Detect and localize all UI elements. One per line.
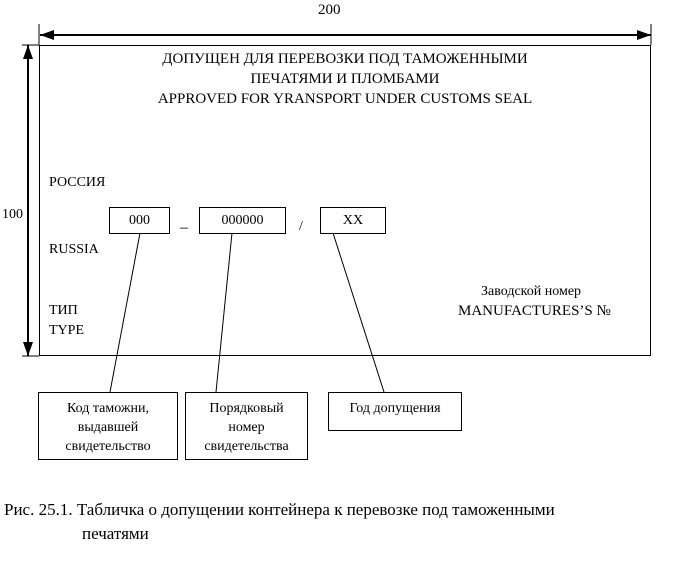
customs-code-field: 000 [109,207,170,234]
country-label-en: RUSSIA [49,242,99,257]
plate-heading-line-3: APPROVED FOR YRANSPORT UNDER CUSTOMS SEA… [157,91,533,107]
callout-customs-line-1: Код таможни, [66,401,150,416]
callout-cert-number: Порядковый номер свидетельства [185,392,308,460]
leader-year [332,232,385,393]
width-dimension-label: 200 [318,2,341,18]
callout-year: Год допущения [328,392,462,431]
height-dimension-label: 100 [2,207,23,222]
certificate-number-field: 000000 [199,207,286,234]
serial-label-en: MANUFACTURES’S № [458,303,611,319]
height-arrow-top [23,45,33,59]
height-arrow-bottom [23,342,33,356]
type-label-en: TYPE [49,323,84,338]
callout-number-line-3: свидетельства [204,439,289,454]
callout-number-line-2: номер [228,420,265,435]
dash-separator: – [180,219,188,236]
leader-customs-code [109,232,141,393]
slash-separator: / [299,219,303,234]
callout-customs-line-2: выдавшей [77,420,139,435]
plate-heading-line-2: ПЕЧАТЯМИ И ПЛОМБАМИ [250,71,440,87]
plate-heading-line-1: ДОПУЩЕН ДЛЯ ПЕРЕВОЗКИ ПОД ТАМОЖЕННЫМИ [162,51,528,67]
approval-plate [39,45,651,356]
callout-number-line-1: Порядковый [209,401,284,416]
callout-customs-code: Код таможни, выдавшей свидетельство [38,392,178,460]
type-label-ru: ТИП [49,303,78,318]
year-field: XX [320,207,386,234]
callout-year-line-1: Год допущения [349,401,441,416]
serial-label-ru: Заводской номер [481,284,582,299]
figure-caption-line-1: Рис. 25.1. Табличка о допущении контейне… [4,500,555,519]
figure-caption-line-2: печатями [82,524,149,543]
width-arrow-right [637,30,651,40]
callout-customs-line-3: свидетельство [65,439,151,454]
country-label-ru: РОССИЯ [49,175,106,190]
leader-cert-number [215,232,233,393]
width-arrow-left [40,30,54,40]
